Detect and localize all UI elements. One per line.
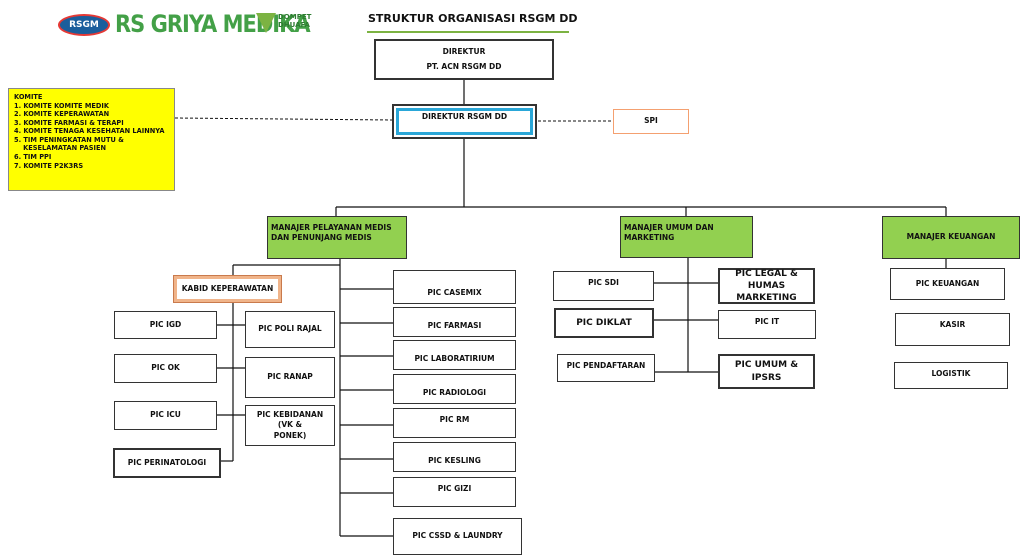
pic-cssd-laundry-label: PIC CSSD & LAUNDRY [412,531,503,541]
manajer-pelayanan-line2: DAN PENUNJANG MEDIS [271,233,372,243]
pic-kebidanan-line1: PIC KEBIDANAN (VK & [256,410,324,430]
manajer-umum-line2: MARKETING [624,233,675,243]
komite-item: 4. KOMITE TENAGA KESEHATAN LAINNYA [14,127,165,136]
pic-legal-humas-box: PIC LEGAL & HUMAS MARKETING [718,268,815,304]
komite-list: 1. KOMITE KOMITE MEDIK 2. KOMITE KEPERAW… [14,102,169,171]
manajer-umum-line1: MANAJER UMUM DAN [624,223,714,232]
komite-item: 5. TIM PENINGKATAN MUTU & [14,135,124,144]
komite-heading: KOMITE [14,93,43,101]
pic-poli-rajal-label: PIC POLI RAJAL [258,324,322,334]
page-title: STRUKTUR ORGANISASI RSGM DD [368,12,578,25]
brand-logo-text: RS GRIYA MEDIKA [115,10,311,38]
kasir-box: KASIR [895,313,1010,346]
kabid-keperawatan-label: KABID KEPERAWATAN [181,283,274,293]
direktur-pt-line1: DIREKTUR [442,47,486,57]
partner-line1: DOMPET [278,13,312,21]
spi-label: SPI [644,116,658,126]
komite-item: 7. KOMITE P2K3RS [14,161,84,170]
pic-laboratirium-label: PIC LABORATIRIUM [414,353,495,363]
pic-diklat-box: PIC DIKLAT [554,308,654,338]
pic-casemix-label: PIC CASEMIX [427,287,482,297]
pic-radiologi-box: PIC RADIOLOGI [393,374,516,404]
pic-diklat-label: PIC DIKLAT [576,317,632,328]
komite-item: 3. KOMITE FARMASI & TERAPI [14,118,124,127]
pic-farmasi-label: PIC FARMASI [427,320,482,330]
direktur-pt-box: DIREKTUR PT. ACN RSGM DD [374,39,554,80]
pic-ranap-box: PIC RANAP [245,357,335,398]
pic-umum-ipsrs-box: PIC UMUM & IPSRS [718,354,815,389]
pic-casemix-box: PIC CASEMIX [393,270,516,304]
komite-item: 1. KOMITE KOMITE MEDIK [14,101,109,110]
manajer-keuangan-box: MANAJER KEUANGAN [882,216,1020,259]
pic-igd-label: PIC IGD [149,319,182,329]
pic-sdi-label: PIC SDI [588,278,619,287]
pic-farmasi-box: PIC FARMASI [393,307,516,337]
direktur-rsgm-box: DIREKTUR RSGM DD [392,104,537,139]
pic-rm-label: PIC RM [439,415,470,424]
pic-rm-box: PIC RM [393,408,516,438]
spi-box: SPI [613,109,689,134]
pic-ranap-label: PIC RANAP [267,372,313,382]
pic-ok-label: PIC OK [151,363,180,373]
pic-legal-line1: PIC LEGAL & HUMAS [735,268,798,291]
pic-pendaftaran-box: PIC PENDAFTARAN [557,354,655,382]
manajer-pelayanan-line1: MANAJER PELAYANAN MEDIS [271,223,392,232]
manajer-pelayanan-box: MANAJER PELAYANAN MEDIS DAN PENUNJANG ME… [267,216,407,259]
dompet-dhuafa-logo-text: DOMPET DHUAFA [278,13,312,29]
pic-ok-box: PIC OK [114,354,217,383]
pic-sdi-box: PIC SDI [553,271,654,301]
komite-item: 6. TIM PPI [14,152,52,161]
pic-it-label: PIC IT [754,317,780,326]
komite-item: 2. KOMITE KEPERAWATAN [14,110,110,119]
manajer-keuangan-label: MANAJER KEUANGAN [906,232,996,242]
partner-line2: DHUAFA [278,20,310,29]
pic-poli-rajal-box: PIC POLI RAJAL [245,311,335,348]
pic-legal-line2: MARKETING [736,293,797,304]
kasir-label: KASIR [939,320,966,329]
pic-it-box: PIC IT [718,310,816,339]
pic-kesling-label: PIC KESLING [428,455,481,465]
pic-keuangan-label: PIC KEUANGAN [915,278,980,288]
pic-icu-box: PIC ICU [114,401,217,430]
pic-kebidanan-box: PIC KEBIDANAN (VK & PONEK) [245,405,335,446]
pic-perinatologi-box: PIC PERINATOLOGI [113,448,221,478]
pic-gizi-box: PIC GIZI [393,477,516,507]
pic-cssd-laundry-box: PIC CSSD & LAUNDRY [393,518,522,555]
kabid-keperawatan-box: KABID KEPERAWATAN [174,276,281,302]
pic-icu-label: PIC ICU [150,410,181,420]
komite-item: KESELAMATAN PASIEN [14,144,106,153]
logistik-label: LOGISTIK [931,369,971,378]
pic-gizi-label: PIC GIZI [437,484,472,493]
pic-pendaftaran-label: PIC PENDAFTARAN [566,361,646,370]
pic-keuangan-box: PIC KEUANGAN [890,268,1005,300]
pic-igd-box: PIC IGD [114,311,217,339]
rsgm-logo: RSGM [58,14,110,36]
pic-umum-ipsrs-label: PIC UMUM & IPSRS [734,360,799,383]
manajer-umum-box: MANAJER UMUM DAN MARKETING [620,216,753,258]
direktur-rsgm-label: DIREKTUR RSGM DD [421,112,508,121]
pic-kebidanan-line2: PONEK) [273,430,307,440]
pic-perinatologi-label: PIC PERINATOLOGI [127,457,207,467]
komite-box: KOMITE 1. KOMITE KOMITE MEDIK 2. KOMITE … [8,88,175,191]
logistik-box: LOGISTIK [894,362,1008,389]
pic-radiologi-label: PIC RADIOLOGI [422,387,487,397]
pic-laboratirium-box: PIC LABORATIRIUM [393,340,516,370]
pic-kesling-box: PIC KESLING [393,442,516,472]
title-underline [367,31,569,33]
direktur-pt-line2: PT. ACN RSGM DD [426,61,502,71]
